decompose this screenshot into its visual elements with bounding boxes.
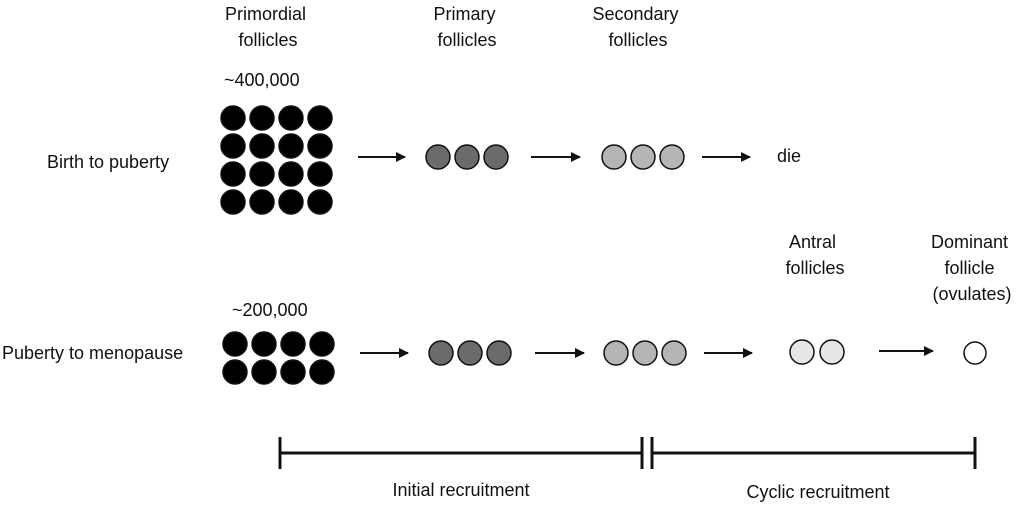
- primordial-follicle: [309, 359, 335, 385]
- primordial-follicle: [222, 359, 248, 385]
- stage-label-dominant-line-1: Dominant: [931, 232, 1008, 252]
- primordial-follicle: [307, 105, 333, 131]
- primary-follicles-puberty: [428, 340, 512, 366]
- antral-follicle: [789, 339, 815, 365]
- antral-follicle: [819, 339, 845, 365]
- secondary-follicle: [630, 144, 656, 170]
- primary-follicle: [454, 144, 480, 170]
- primary-follicle: [425, 144, 451, 170]
- secondary-follicle: [659, 144, 685, 170]
- secondary-follicle: [601, 144, 627, 170]
- primordial-follicle: [220, 105, 246, 131]
- stage-label-primary-line-2: follicles: [437, 30, 496, 50]
- primordial-follicle: [307, 133, 333, 159]
- dominant-follicle-puberty: [963, 341, 987, 365]
- stage-label-antral: Antral follicles: [785, 232, 844, 278]
- primordial-follicle: [249, 133, 275, 159]
- antral-follicles-puberty: [789, 339, 845, 365]
- primordial-follicle: [251, 359, 277, 385]
- primordial-follicle: [307, 161, 333, 187]
- primary-follicle: [486, 340, 512, 366]
- primordial-follicle: [249, 161, 275, 187]
- primordial-follicle: [309, 331, 335, 357]
- secondary-follicles-puberty: [603, 340, 687, 366]
- stage-label-secondary-line-2: follicles: [608, 30, 667, 50]
- stage-label-secondary: Secondary follicles: [592, 4, 683, 50]
- stage-label-antral-line-2: follicles: [785, 258, 844, 278]
- count-birth-to-puberty: ~400,000: [224, 70, 300, 90]
- stage-label-primary: Primary follicles: [433, 4, 500, 50]
- outcome-die: die: [777, 146, 801, 166]
- row-label-birth-to-puberty: Birth to puberty: [47, 152, 169, 172]
- primordial-follicle-grid-birth: [220, 105, 333, 215]
- primary-follicle: [483, 144, 509, 170]
- primordial-follicle: [278, 189, 304, 215]
- primordial-follicle-grid-puberty: [222, 331, 335, 385]
- stage-label-primordial-line-1: Primordial: [225, 4, 306, 24]
- stage-label-primordial: Primordial follicles: [225, 4, 311, 50]
- primordial-follicle: [280, 359, 306, 385]
- primordial-follicle: [249, 189, 275, 215]
- secondary-follicle: [632, 340, 658, 366]
- row-label-puberty-to-menopause: Puberty to menopause: [2, 343, 183, 363]
- primordial-follicle: [249, 105, 275, 131]
- primordial-follicle: [280, 331, 306, 357]
- stage-label-primordial-line-2: follicles: [238, 30, 297, 50]
- stage-label-dominant-line-2: follicle: [944, 258, 994, 278]
- secondary-follicle: [661, 340, 687, 366]
- stage-label-dominant: Dominant follicle (ovulates): [931, 232, 1013, 304]
- stage-label-antral-line-1: Antral: [789, 232, 836, 252]
- initial-recruitment-bracket: [278, 437, 644, 469]
- primordial-follicle: [220, 161, 246, 187]
- primordial-follicle: [222, 331, 248, 357]
- count-puberty-to-menopause: ~200,000: [232, 300, 308, 320]
- primordial-follicle: [220, 133, 246, 159]
- secondary-follicle: [603, 340, 629, 366]
- cyclic-recruitment-bracket: [650, 437, 977, 469]
- primordial-follicle: [278, 161, 304, 187]
- primordial-follicle: [278, 133, 304, 159]
- label-initial-recruitment: Initial recruitment: [392, 480, 529, 500]
- primordial-follicle: [278, 105, 304, 131]
- stage-label-dominant-line-3: (ovulates): [932, 284, 1011, 304]
- secondary-follicles-birth: [601, 144, 685, 170]
- label-cyclic-recruitment: Cyclic recruitment: [746, 482, 889, 502]
- primary-follicles-birth: [425, 144, 509, 170]
- primordial-follicle: [220, 189, 246, 215]
- primordial-follicle: [307, 189, 333, 215]
- stage-label-secondary-line-1: Secondary: [592, 4, 678, 24]
- stage-label-primary-line-1: Primary: [433, 4, 495, 24]
- primary-follicle: [457, 340, 483, 366]
- dominant-follicle: [963, 341, 987, 365]
- primordial-follicle: [251, 331, 277, 357]
- primary-follicle: [428, 340, 454, 366]
